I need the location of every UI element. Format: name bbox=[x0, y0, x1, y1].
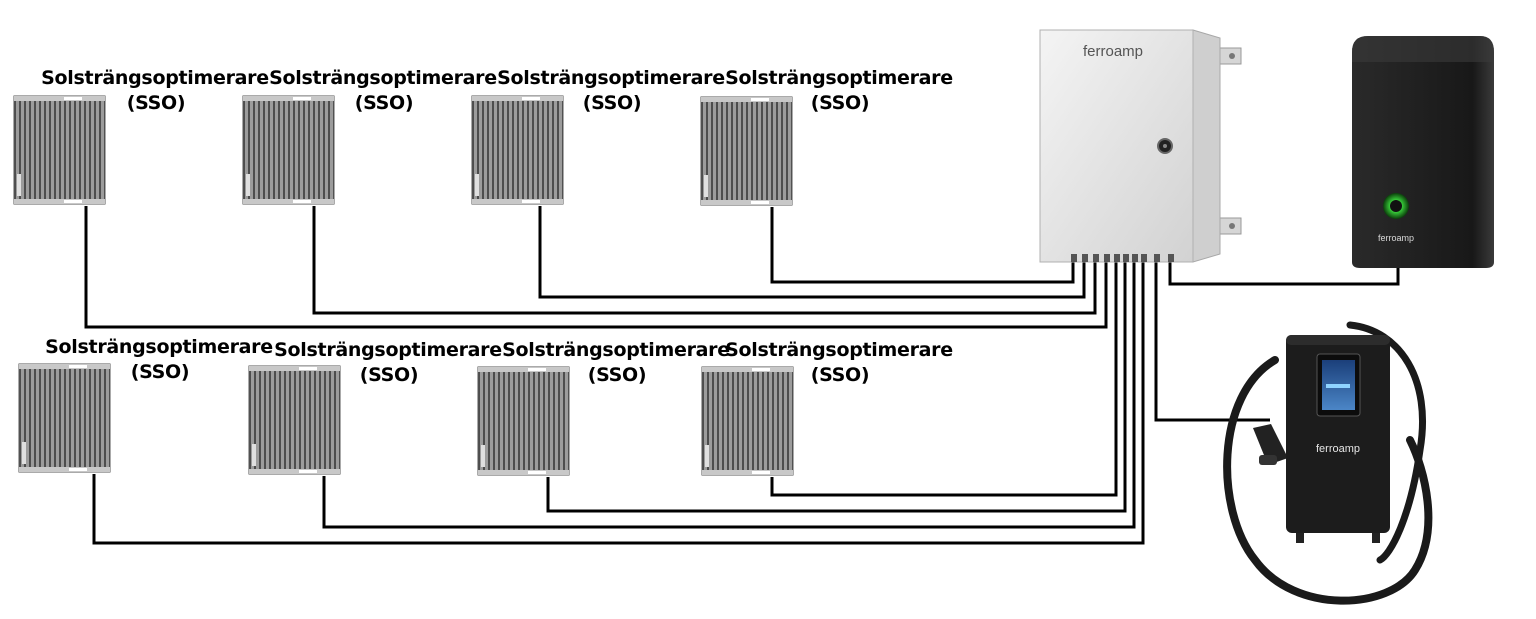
cable-sso-1 bbox=[84, 206, 1108, 329]
cable-hub-battery bbox=[1168, 258, 1400, 286]
sso-label-8: Solsträngsoptimerare (SSO) bbox=[709, 338, 969, 388]
ev-charger bbox=[1223, 321, 1433, 605]
sso-module-3 bbox=[471, 95, 564, 205]
sso-module-6 bbox=[248, 365, 341, 475]
sso-label-7: Solsträngsoptimerare (SSO) bbox=[486, 338, 746, 388]
charger-brand-logo: ferroamp bbox=[1316, 443, 1360, 455]
sso-module-4 bbox=[700, 96, 793, 206]
sso-label-name: Solsträngsoptimerare bbox=[725, 67, 953, 89]
sso-label-6: Solsträngsoptimerare (SSO) bbox=[258, 338, 518, 388]
sso-label-name: Solsträngsoptimerare bbox=[274, 339, 502, 361]
sso-label-abbr: (SSO) bbox=[587, 364, 647, 386]
sso-module-8 bbox=[701, 366, 794, 476]
sso-label-abbr: (SSO) bbox=[810, 92, 870, 114]
sso-label-name: Solsträngsoptimerare bbox=[269, 67, 497, 89]
cable-sso-8 bbox=[770, 258, 1118, 497]
sso-label-name: Solsträngsoptimerare bbox=[725, 339, 953, 361]
hub-brand-logo: ferroamp bbox=[1083, 43, 1143, 60]
sso-module-5 bbox=[18, 363, 111, 473]
sso-label-name: Solsträngsoptimerare bbox=[502, 339, 730, 361]
energy-hub bbox=[1039, 29, 1242, 263]
sso-label-abbr: (SSO) bbox=[582, 92, 642, 114]
sso-label-2: Solsträngsoptimerare (SSO) bbox=[253, 66, 513, 116]
battery-brand-logo: ferroamp bbox=[1378, 233, 1414, 243]
cable-sso-6 bbox=[322, 258, 1136, 529]
sso-label-4: Solsträngsoptimerare (SSO) bbox=[709, 66, 969, 116]
sso-module-2 bbox=[242, 95, 335, 205]
cable-sso-3 bbox=[538, 206, 1086, 299]
sso-label-abbr: (SSO) bbox=[359, 364, 419, 386]
sso-label-abbr: (SSO) bbox=[130, 361, 190, 383]
cable-sso-4 bbox=[770, 207, 1075, 284]
sso-label-name: Solsträngsoptimerare bbox=[497, 67, 725, 89]
sso-label-abbr: (SSO) bbox=[126, 92, 186, 114]
cable-sso-5 bbox=[92, 258, 1145, 545]
sso-module-1 bbox=[13, 95, 106, 205]
cable-hub-charger bbox=[1154, 258, 1270, 422]
sso-label-3: Solsträngsoptimerare (SSO) bbox=[481, 66, 741, 116]
sso-label-1: Solsträngsoptimerare (SSO) bbox=[25, 66, 285, 116]
cable-sso-7 bbox=[546, 258, 1127, 513]
cable-sso-2 bbox=[312, 206, 1097, 315]
sso-label-5: Solsträngsoptimerare (SSO) bbox=[29, 335, 289, 385]
sso-label-name: Solsträngsoptimerare bbox=[45, 336, 273, 358]
sso-label-abbr: (SSO) bbox=[810, 364, 870, 386]
cable-group bbox=[84, 206, 1400, 545]
battery-unit bbox=[1352, 36, 1494, 268]
sso-label-abbr: (SSO) bbox=[354, 92, 414, 114]
sso-label-name: Solsträngsoptimerare bbox=[41, 67, 269, 89]
sso-module-7 bbox=[477, 366, 570, 476]
